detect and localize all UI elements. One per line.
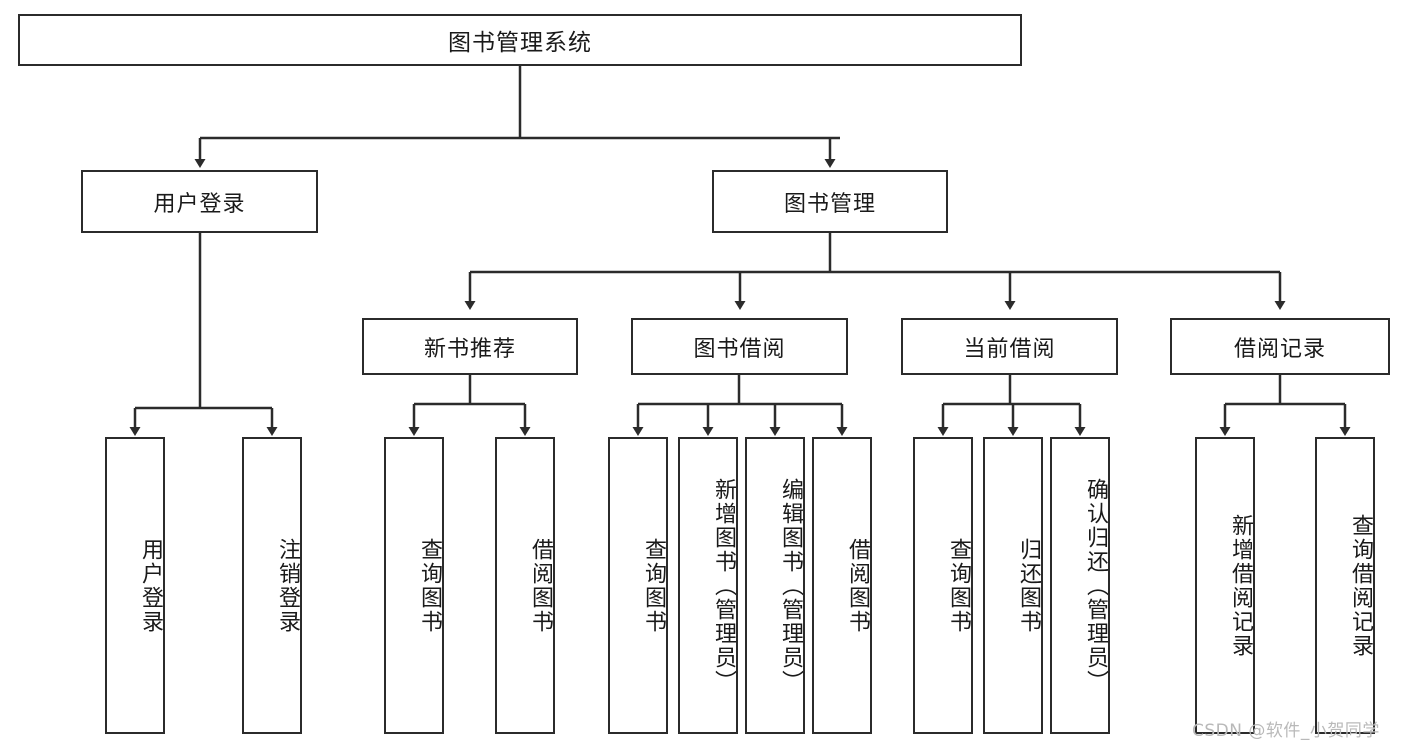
node-label: 借阅记录 <box>1233 336 1326 362</box>
leaf-label: 查询借阅记录 <box>1348 513 1373 658</box>
leaf-borrow-query-book[interactable]: 查询图书 <box>608 437 668 734</box>
leaf-record-add-record[interactable]: 新增借阅记录 <box>1195 437 1255 734</box>
leaf-label: 用户登录 <box>138 537 163 634</box>
leaf-current-query-book[interactable]: 查询图书 <box>913 437 973 734</box>
node-book-borrow[interactable]: 图书借阅 <box>631 318 848 375</box>
leaf-recommend-query-book[interactable]: 查询图书 <box>384 437 444 734</box>
leaf-borrow-edit-book-admin[interactable]: 编辑图书（管理员） <box>745 437 805 734</box>
node-label: 当前借阅 <box>963 336 1056 362</box>
leaf-label: 新增图书（管理员） <box>711 477 736 694</box>
leaf-record-query-record[interactable]: 查询借阅记录 <box>1315 437 1375 734</box>
node-label: 图书管理系统 <box>448 30 592 56</box>
leaf-label: 查询图书 <box>417 537 442 634</box>
leaf-label: 借阅图书 <box>845 537 870 634</box>
leaf-label: 编辑图书（管理员） <box>778 477 803 694</box>
leaf-user-login-login[interactable]: 用户登录 <box>105 437 165 734</box>
leaf-label: 归还图书 <box>1016 537 1041 634</box>
node-label: 用户登录 <box>153 191 246 217</box>
leaf-borrow-add-book-admin[interactable]: 新增图书（管理员） <box>678 437 738 734</box>
leaf-label: 借阅图书 <box>528 537 553 634</box>
leaf-label: 查询图书 <box>641 537 666 634</box>
leaf-current-return-book[interactable]: 归还图书 <box>983 437 1043 734</box>
node-book-management[interactable]: 图书管理 <box>712 170 948 233</box>
node-borrow-record[interactable]: 借阅记录 <box>1170 318 1390 375</box>
leaf-label: 注销登录 <box>275 537 300 634</box>
node-user-login[interactable]: 用户登录 <box>81 170 318 233</box>
leaf-label: 确认归还（管理员） <box>1083 477 1108 694</box>
leaf-label: 新增借阅记录 <box>1228 513 1253 658</box>
watermark-text: CSDN @软件_小贺同学 <box>1192 721 1380 741</box>
node-label: 图书管理 <box>783 191 876 217</box>
node-new-book-recommend[interactable]: 新书推荐 <box>362 318 578 375</box>
leaf-recommend-borrow-book[interactable]: 借阅图书 <box>495 437 555 734</box>
node-label: 图书借阅 <box>693 336 786 362</box>
node-label: 新书推荐 <box>423 336 516 362</box>
node-current-borrow[interactable]: 当前借阅 <box>901 318 1118 375</box>
leaf-current-confirm-return-admin[interactable]: 确认归还（管理员） <box>1050 437 1110 734</box>
leaf-borrow-borrow-book[interactable]: 借阅图书 <box>812 437 872 734</box>
leaf-label: 查询图书 <box>946 537 971 634</box>
leaf-user-login-logout[interactable]: 注销登录 <box>242 437 302 734</box>
node-root-system[interactable]: 图书管理系统 <box>18 14 1022 66</box>
